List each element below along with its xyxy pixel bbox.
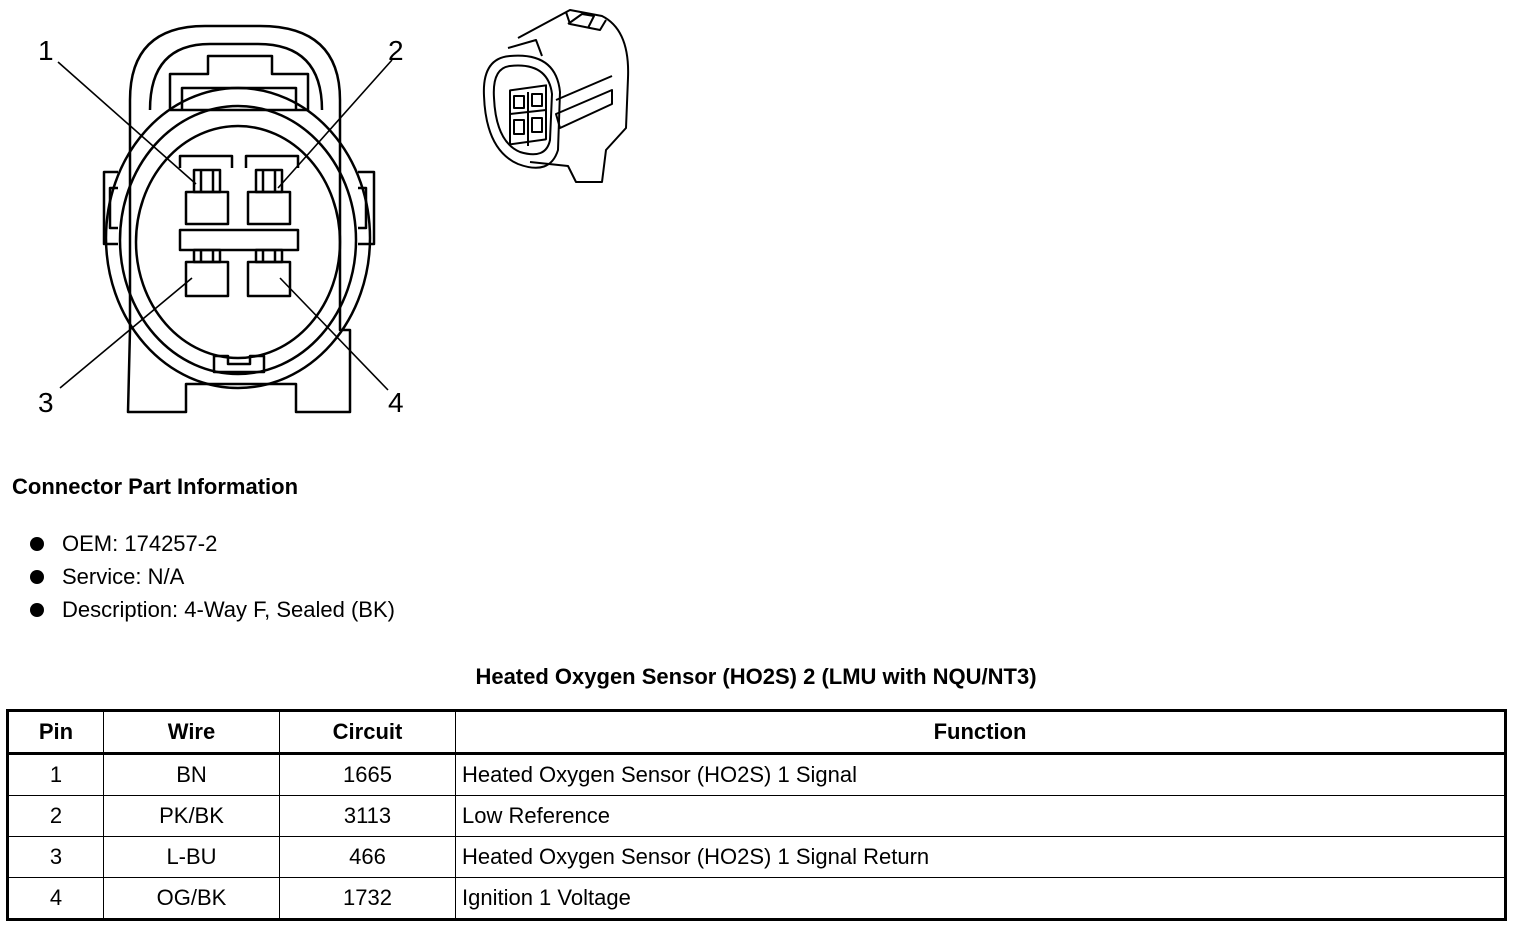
- cell-function: Heated Oxygen Sensor (HO2S) 1 Signal: [455, 753, 1506, 796]
- pin-2-callout: 2: [388, 35, 404, 66]
- bullet-icon: [30, 537, 44, 551]
- cell-circuit: 466: [279, 836, 456, 878]
- pin-table: Pin Wire Circuit Function 1 BN 1665 Heat…: [6, 709, 1507, 921]
- cell-wire: BN: [103, 753, 280, 796]
- cell-wire: L-BU: [103, 836, 280, 878]
- cell-function: Ignition 1 Voltage: [455, 877, 1506, 920]
- pin-table-header-row: Pin Wire Circuit Function: [7, 710, 1506, 755]
- terminal-block-top: [178, 154, 300, 168]
- part-info-label: Service:: [62, 564, 142, 589]
- pin-4-callout: 4: [388, 387, 404, 418]
- pin-2-leader: [277, 59, 393, 189]
- part-info-value: N/A: [147, 564, 185, 589]
- connector-ear-left: [102, 170, 118, 246]
- part-info-list: OEM: 174257-2 Service: N/A Description: …: [28, 527, 395, 626]
- connector-inner-outline: [148, 42, 324, 111]
- pin-1-callout: 1: [38, 35, 54, 66]
- cell-wire: OG/BK: [103, 877, 280, 920]
- bullet-icon: [30, 603, 44, 617]
- table-row: 2 PK/BK 3113 Low Reference: [7, 795, 1506, 837]
- part-info-title: Connector Part Information: [12, 474, 299, 499]
- part-info-value: 174257-2: [124, 531, 218, 556]
- cell-pin: 4: [7, 877, 104, 920]
- iso-latch: [567, 13, 595, 29]
- pin-3-callout: 3: [38, 387, 54, 418]
- table-row: 3 L-BU 466 Heated Oxygen Sensor (HO2S) 1…: [7, 836, 1506, 878]
- part-info-label: OEM:: [62, 531, 119, 556]
- header-wire: Wire: [103, 710, 280, 755]
- pin-1-leader: [57, 61, 197, 185]
- pin-cavity-4: [246, 248, 292, 298]
- iso-body: [517, 9, 630, 183]
- pin-3-leader: [59, 277, 193, 389]
- part-info-item-service: Service: N/A: [28, 560, 395, 593]
- connector-latch: [168, 54, 310, 112]
- connector-seal-inner: [134, 124, 342, 360]
- header-circuit: Circuit: [279, 710, 456, 755]
- header-function: Function: [455, 710, 1506, 755]
- pin-table-title: Heated Oxygen Sensor (HO2S) 2 (LMU with …: [475, 664, 1037, 689]
- cell-circuit: 1665: [279, 753, 456, 796]
- connector-seal-mid: [118, 104, 358, 376]
- cell-pin: 3: [7, 836, 104, 878]
- cell-wire: PK/BK: [103, 795, 280, 837]
- table-row: 4 OG/BK 1732 Ignition 1 Voltage: [7, 877, 1506, 920]
- connector-ear-right: [358, 170, 376, 246]
- cell-circuit: 1732: [279, 877, 456, 920]
- pin-cavity-2: [246, 168, 292, 226]
- bullet-icon: [30, 570, 44, 584]
- part-info-item-oem: OEM: 174257-2: [28, 527, 395, 560]
- header-pin: Pin: [7, 710, 104, 755]
- connector-isometric-diagram: [482, 9, 630, 183]
- pin-cavity-1: [184, 168, 230, 226]
- connector-face-diagram: 1 2 3 4: [38, 24, 404, 418]
- cell-circuit: 3113: [279, 795, 456, 837]
- cell-function: Heated Oxygen Sensor (HO2S) 1 Signal Ret…: [455, 836, 1506, 878]
- cell-pin: 1: [7, 753, 104, 796]
- table-row: 1 BN 1665 Heated Oxygen Sensor (HO2S) 1 …: [7, 753, 1506, 796]
- terminal-block-divider: [178, 228, 300, 252]
- cell-function: Low Reference: [455, 795, 1506, 837]
- cell-pin: 2: [7, 795, 104, 837]
- part-info-value: 4-Way F, Sealed (BK): [184, 597, 395, 622]
- connector-housing-outline: [126, 24, 352, 414]
- part-info-label: Description:: [62, 597, 179, 622]
- pin-4-leader: [279, 277, 389, 391]
- connector-seal-outer: [104, 86, 372, 390]
- pin-cavity-3: [184, 248, 230, 298]
- iso-front-ring: [482, 54, 561, 169]
- part-info-item-description: Description: 4-Way F, Sealed (BK): [28, 593, 395, 626]
- connector-bottom-key: [212, 354, 266, 374]
